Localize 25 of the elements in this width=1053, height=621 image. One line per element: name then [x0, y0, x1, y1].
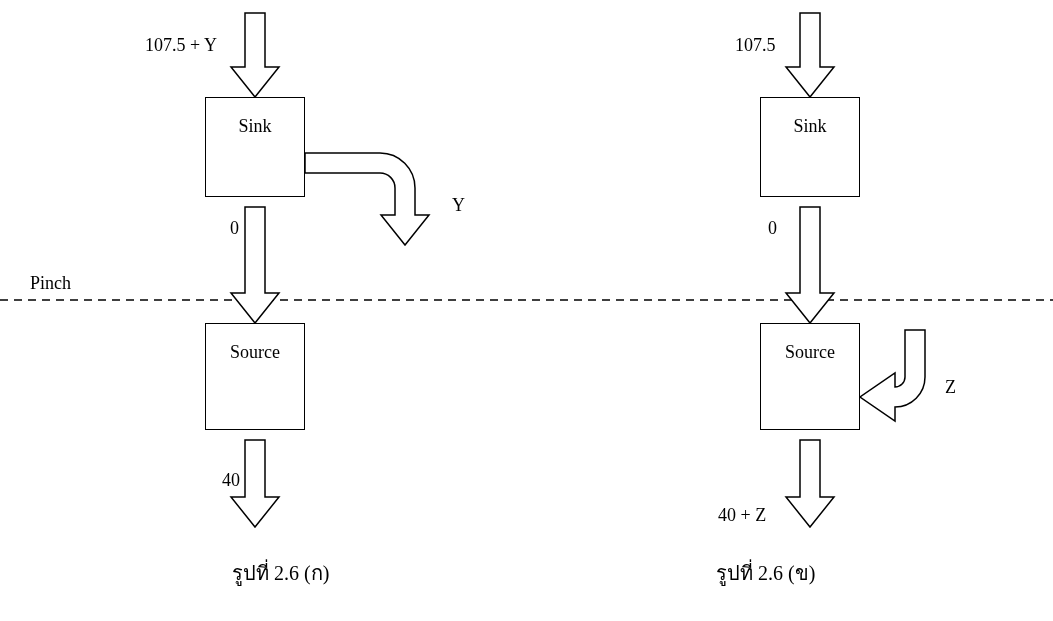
- edge-label: 0: [768, 219, 777, 239]
- edge-label: 107.5 + Y: [145, 36, 217, 56]
- edge-label: 40 + Z: [718, 506, 767, 526]
- block-arrow: [784, 206, 836, 325]
- node-label: Source: [785, 342, 835, 363]
- block-arrow: [229, 12, 281, 99]
- edge-label: Y: [452, 196, 465, 216]
- process-box: [760, 323, 860, 430]
- edge-label: 40: [222, 471, 240, 491]
- edge-label: Z: [945, 378, 956, 398]
- node-label: Sink: [238, 116, 272, 137]
- pinch-label: Pinch: [30, 274, 71, 294]
- block-arrow: [859, 329, 926, 422]
- block-arrow: [784, 12, 836, 99]
- block-arrow: [304, 152, 430, 246]
- edge-label: 107.5: [735, 36, 776, 56]
- edge-label: 0: [230, 219, 239, 239]
- node-label: Source: [230, 342, 280, 363]
- node-label: Sink: [793, 116, 827, 137]
- process-box: [205, 97, 305, 197]
- block-arrow: [229, 439, 281, 529]
- process-box: [205, 323, 305, 430]
- process-box: [760, 97, 860, 197]
- block-arrow: [784, 439, 836, 529]
- block-arrow: [229, 206, 281, 325]
